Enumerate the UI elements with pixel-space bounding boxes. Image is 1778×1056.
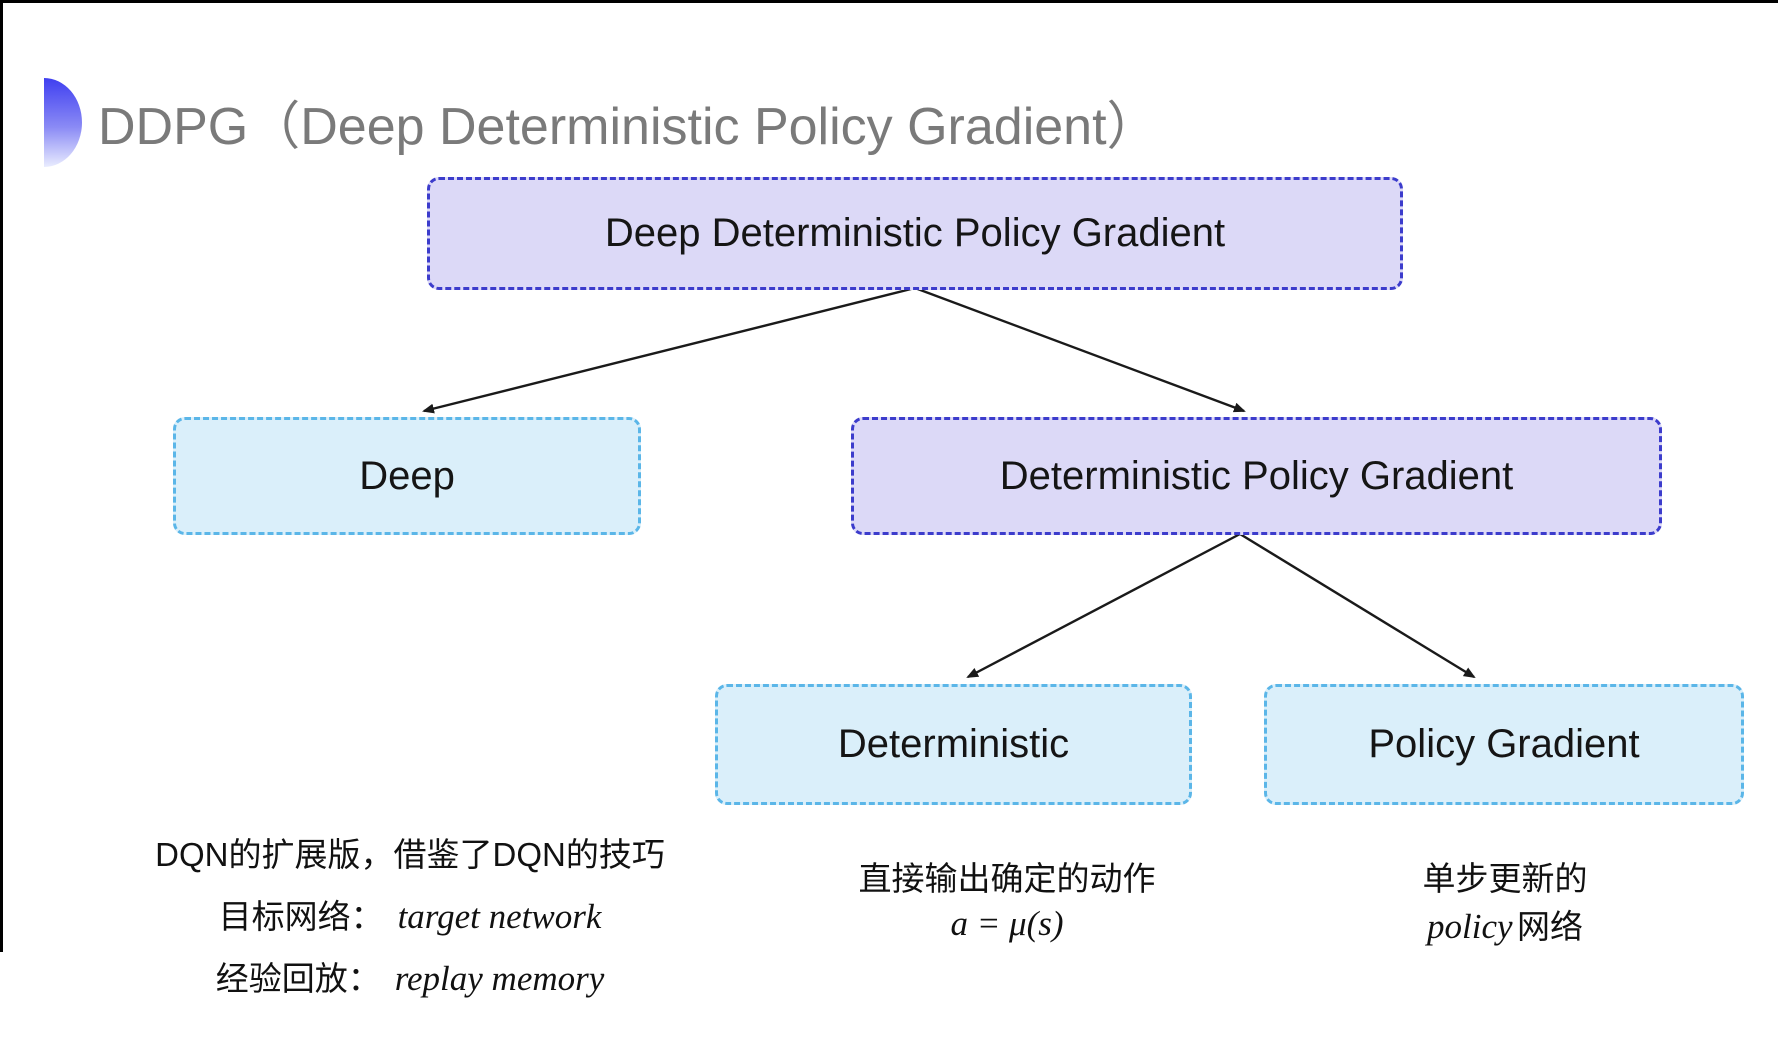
target-network-label-zh: 目标网络： (218, 898, 384, 935)
annotation-deep-line1: DQN的扩展版，借鉴了DQN的技巧 (155, 836, 665, 873)
frame-left-border (0, 0, 3, 952)
half-disc-bullet-icon (44, 78, 82, 167)
annotation-policy-gradient-line1: 单步更新的 (1422, 860, 1588, 897)
node-deterministic-policy-gradient: Deterministic Policy Gradient (851, 417, 1662, 535)
annotation-policy-gradient-line2: policy 网络 (1300, 904, 1710, 950)
policy-network-zh: 网络 (1516, 908, 1583, 945)
node-deterministic-label: Deterministic (837, 722, 1070, 766)
annotation-deep-line2: 目标网络： target network (110, 894, 710, 940)
arrow-root-to-deep (422, 286, 916, 414)
node-policy-gradient: Policy Gradient (1264, 684, 1744, 805)
formula-a-mu-s: a = μ(s) (950, 904, 1064, 943)
node-root-label: Deep Deterministic Policy Gradient (604, 211, 1226, 255)
arrow-dpg-to-policy-gradient (1239, 532, 1476, 679)
node-dpg-label: Deterministic Policy Gradient (999, 453, 1514, 498)
annotation-deterministic-line1: 直接输出确定的动作 (858, 860, 1156, 897)
node-policy-gradient-label: Policy Gradient (1368, 722, 1640, 766)
annotation-policy-gradient: 单步更新的 policy 网络 (1300, 856, 1710, 950)
arrow-dpg-to-deterministic (966, 532, 1241, 679)
annotation-deterministic-formula-line: a = μ(s) (800, 904, 1214, 944)
arrow-root-to-dpg (914, 286, 1246, 413)
policy-term: policy (1427, 907, 1513, 946)
node-deterministic: Deterministic (715, 684, 1192, 805)
node-deep-deterministic-policy-gradient: Deep Deterministic Policy Gradient (427, 177, 1403, 290)
target-network-term: target network (397, 897, 602, 936)
node-deep-label: Deep (359, 453, 455, 498)
replay-memory-label-zh: 经验回放： (215, 960, 381, 997)
annotation-deep: DQN的扩展版，借鉴了DQN的技巧 目标网络： target network 经验… (110, 832, 710, 1018)
frame-top-border (0, 0, 1778, 3)
replay-memory-term: replay memory (394, 959, 605, 998)
node-deep: Deep (173, 417, 641, 535)
annotation-deterministic: 直接输出确定的动作 a = μ(s) (800, 856, 1214, 944)
page-title: DDPG（Deep Deterministic Policy Gradient） (98, 98, 1159, 156)
annotation-deep-line3: 经验回放： replay memory (110, 956, 710, 1002)
